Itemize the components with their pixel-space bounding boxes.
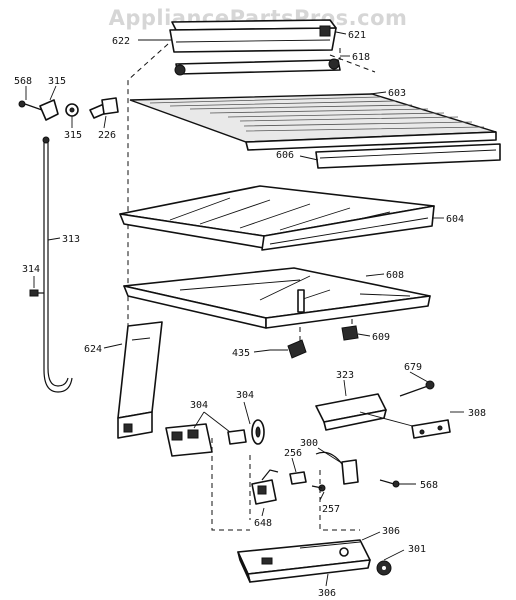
part-604-shelf: [119, 185, 435, 251]
label-568-top: 568: [14, 76, 32, 87]
part-304-control: [165, 419, 265, 457]
label-679: 679: [404, 362, 422, 373]
label-608: 608: [386, 270, 404, 281]
leader-lines: [25, 31, 464, 587]
label-323: 323: [336, 370, 354, 381]
label-300: 300: [300, 438, 318, 449]
part-300-switch: [315, 451, 359, 485]
part-314-clip: [29, 289, 44, 297]
label-618: 618: [352, 52, 370, 63]
label-304-left: 304: [190, 400, 208, 411]
label-308: 308: [468, 408, 486, 419]
label-568-bottom: 568: [420, 480, 438, 491]
label-603: 603: [388, 88, 406, 99]
part-679-screw: [399, 380, 435, 397]
part-609-clip: [341, 325, 359, 341]
label-315-bottom: 315: [64, 130, 82, 141]
part-568-screw: [379, 479, 400, 488]
label-256: 256: [284, 448, 302, 459]
label-435: 435: [232, 348, 250, 359]
part-256-clip: [289, 471, 307, 485]
label-609: 609: [372, 332, 390, 343]
part-313-drain-tube: [42, 136, 73, 393]
part-648-relay: [251, 469, 279, 505]
part-labels: 622 621 618 603 606 568 315 315 226 313 …: [14, 30, 486, 599]
part-435-knob: [270, 339, 307, 359]
label-315-top: 315: [48, 76, 66, 87]
label-648: 648: [254, 518, 272, 529]
part-301-knob: [376, 560, 392, 576]
label-606: 606: [276, 150, 294, 161]
label-621: 621: [348, 30, 366, 41]
part-315-bracket: [18, 97, 119, 121]
part-622-top-frame: [169, 19, 337, 53]
part-618-hinge-bar: [174, 25, 341, 76]
label-604: 604: [446, 214, 464, 225]
part-308-plate: [411, 419, 451, 439]
part-257-screw: [311, 484, 326, 492]
label-314: 314: [22, 264, 40, 275]
label-306-top: 306: [382, 526, 400, 537]
label-304-right: 304: [236, 390, 254, 401]
part-603-shelf: [129, 93, 501, 169]
part-323-bracket: [315, 393, 421, 431]
part-624-duct: [117, 321, 163, 439]
label-622: 622: [112, 36, 130, 47]
label-313: 313: [62, 234, 80, 245]
label-226: 226: [98, 130, 116, 141]
label-306-bottom: 306: [318, 588, 336, 599]
label-301: 301: [408, 544, 426, 555]
label-257: 257: [322, 504, 340, 515]
label-624: 624: [84, 344, 102, 355]
part-306-housing: [237, 539, 371, 583]
part-608-tray: [123, 267, 431, 329]
